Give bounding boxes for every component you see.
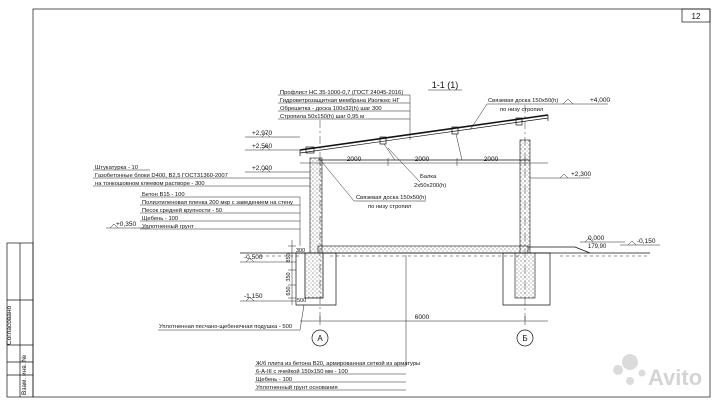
- top-board-sub: по низу стропил: [500, 107, 543, 113]
- dim-300: 300: [296, 248, 305, 254]
- level-m0500: -0,500: [244, 254, 263, 261]
- axis-label-a: А: [317, 334, 323, 343]
- span-dim-2: 2000: [415, 156, 430, 163]
- top-board-label: Связевая доска 150х50(h): [488, 98, 558, 104]
- level-0350: +0,350: [116, 221, 136, 228]
- foundation-layer-4: Уплотненный грунт основания: [256, 384, 338, 391]
- axis-marker-b: [516, 329, 534, 347]
- sheet-number-box: [681, 8, 711, 23]
- level-m1150: -1,150: [244, 293, 263, 300]
- roof-layer-4: Стропила 50х150(h) шаг 0,95 м: [280, 114, 364, 120]
- dim-500: 500: [297, 298, 306, 304]
- axis-marker-a: [311, 329, 329, 347]
- wall-layer-2: Газобетонные блоки D400, B2,5 ГОСТ31360-…: [95, 173, 228, 179]
- floor-callout: Бетон B15 - 100 Полиэтиленовая пленка 20…: [140, 192, 301, 246]
- dimension-chain-left: 850 350 650 300 500: [286, 240, 306, 305]
- section-title: 1-1 (1): [432, 80, 459, 90]
- floor-slab: [317, 245, 529, 254]
- level-2560: +2,560: [252, 143, 272, 150]
- roof: [299, 114, 549, 161]
- floor-layer-1: Бетон B15 - 100: [142, 192, 185, 198]
- roof-layer-1: Профлист НС 35-1000-0,7 (ГОСТ 24045-2016…: [280, 90, 403, 96]
- wall-callout: Штукатурка - 10 Газобетонные блоки D400,…: [93, 165, 310, 187]
- axis-label-b: Б: [522, 334, 527, 343]
- beam-label: Балка: [420, 174, 437, 180]
- cushion-label: Уплотненная песчано-щебеночная подушка -…: [159, 324, 292, 330]
- mid-board-label: Связевая доска 150х50(h): [356, 195, 426, 201]
- level-0000-sub: 179,90: [588, 244, 607, 250]
- level-2970: +2,970: [252, 130, 272, 137]
- sheet-number: 12: [692, 12, 701, 21]
- mid-board-callout: Связевая доска 150х50(h) по низу стропил: [321, 161, 426, 210]
- floor-layer-5: Уплотненный грунт: [142, 223, 194, 230]
- foundation-layer-3: Щебень - 100: [256, 377, 292, 383]
- dimension-chain-top: 2000 2000 2000: [300, 156, 548, 166]
- roof-layer-3: Обрешетка - доска 100х32(h) шаг 300: [280, 106, 382, 112]
- side-approval-label: Согласовано: [6, 306, 13, 345]
- foundation-callout: Ж/б плита из бетона B20, армированная се…: [255, 255, 420, 391]
- dim-350: 350: [286, 272, 292, 281]
- level-marks: +4,000 +2,970 +2,560 +2,000 +2,300 +0,35…: [106, 97, 660, 302]
- mid-board-sub: по низу стропил: [368, 204, 411, 210]
- total-dim: 6000: [415, 314, 430, 321]
- floor-layer-4: Щебень - 100: [142, 216, 178, 222]
- side-stamp: Согласовано Взам. инв. №: [6, 242, 34, 398]
- span-dim-1: 2000: [347, 156, 362, 163]
- wall-layer-3: на тонкошовном клеевом растворе - 300: [95, 181, 205, 187]
- floor-layer-2: Полиэтиленовая пленка 200 мкр с заведени…: [142, 200, 293, 206]
- span-dim-3: 2000: [484, 156, 499, 163]
- level-0000: 0,000: [588, 235, 605, 242]
- roof-callout: Профлист НС 35-1000-0,7 (ГОСТ 24045-2016…: [278, 90, 411, 140]
- wall-layer-1: Штукатурка - 10: [95, 165, 138, 171]
- cushion-callout: Уплотненная песчано-щебеночная подушка -…: [158, 304, 305, 331]
- beam-callout: Балка 2х50х200(h): [387, 147, 446, 189]
- level-4000: +4,000: [590, 97, 610, 104]
- dimension-total: 6000: [300, 314, 548, 325]
- side-inv-label: Взам. инв. №: [21, 355, 28, 395]
- watermark-text: Avito: [648, 365, 702, 390]
- level-m0150: -0,150: [637, 238, 656, 245]
- roof-layer-2: Гидроветрозащитная мембрана Изолюкс НГ: [280, 98, 401, 104]
- avito-watermark: Avito: [613, 354, 702, 390]
- dim-650: 650: [286, 286, 292, 295]
- level-2000: +2,000: [252, 165, 272, 172]
- foundation-layer-1: Ж/б плита из бетона B20, армированная се…: [256, 360, 420, 367]
- floor-layer-3: Песок средней крупности - 50: [142, 207, 222, 214]
- beam-size: 2х50х200(h): [414, 183, 446, 189]
- top-board-callout: Связевая доска 150х50(h) по низу стропил: [469, 98, 558, 131]
- foundation-layer-2: 6-A-III с ячейкой 150х150 мм - 100: [256, 368, 348, 375]
- level-2300: +2,300: [571, 171, 591, 178]
- sheet-frame: [32, 8, 711, 398]
- dim-850: 850: [286, 253, 292, 262]
